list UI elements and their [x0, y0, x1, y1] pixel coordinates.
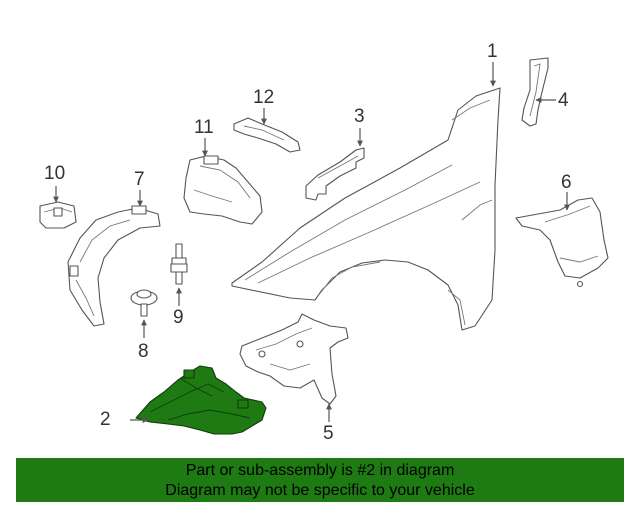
deflector-part-2-highlighted [135, 365, 267, 435]
strip-part-4 [521, 57, 549, 127]
cover-part-11 [183, 155, 263, 225]
liner-part-6 [515, 197, 609, 288]
callout-8: 8 [138, 341, 149, 362]
callout-10: 10 [44, 163, 66, 184]
support-part-5 [239, 313, 349, 405]
clip-part-10 [39, 201, 77, 229]
callout-9: 9 [173, 307, 184, 328]
leader-lines [53, 62, 570, 423]
bolt-part-9 [170, 243, 188, 285]
callout-11: 11 [194, 117, 214, 138]
banner-line-1: Part or sub-assembly is #2 in diagram [185, 462, 455, 479]
callout-2: 2 [100, 409, 111, 430]
screw-part-8 [130, 289, 158, 317]
banner-line-2: Diagram may not be specific to your vehi… [165, 482, 475, 499]
callout-4: 4 [558, 90, 569, 111]
info-banner: Part or sub-assembly is #2 in diagram Di… [16, 458, 624, 502]
callout-1: 1 [487, 41, 498, 62]
wheel-housing-part-7 [67, 205, 161, 327]
callout-6: 6 [561, 172, 572, 193]
fender-part-1 [231, 87, 501, 331]
callout-3: 3 [354, 106, 365, 127]
seal-part-12 [233, 117, 301, 153]
callout-7: 7 [134, 169, 145, 190]
bracket-part-3 [305, 147, 365, 201]
callout-12: 12 [253, 87, 275, 108]
callout-5: 5 [323, 423, 334, 444]
